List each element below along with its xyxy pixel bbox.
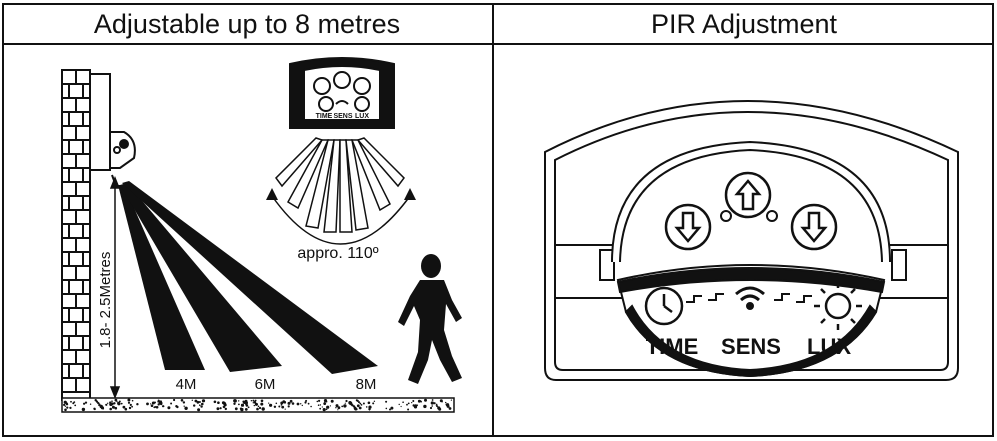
dial-label-time: TIME xyxy=(646,334,699,359)
clock-icon xyxy=(644,286,684,326)
pir-button-decrease-left[interactable] xyxy=(664,203,712,251)
wall-sensor-device xyxy=(89,73,136,187)
brick-wall xyxy=(61,69,91,401)
distance-6m: 6M xyxy=(255,376,276,393)
person-silhouette xyxy=(398,254,462,384)
top-label-sens: SENS xyxy=(333,113,352,120)
top-view-device xyxy=(289,57,395,129)
sun-icon xyxy=(814,282,862,330)
top-label-time: TIME xyxy=(316,113,333,120)
distance-labels: 4M 6M 8M xyxy=(176,376,377,393)
dial-label-lux: LUX xyxy=(807,334,851,359)
dial-label-sens: SENS xyxy=(721,334,781,359)
pir-dial-labels: TIME SENS LUX xyxy=(646,334,852,359)
dial-tick-marks xyxy=(686,293,812,303)
top-device-labels: TIME SENS LUX xyxy=(316,113,370,120)
left-panel-title: Adjustable up to 8 metres xyxy=(93,9,401,39)
height-label: 1.8- 2.5Metres xyxy=(97,252,114,349)
pir-control-face xyxy=(616,264,886,378)
sensitivity-icon xyxy=(735,286,765,310)
height-dimension xyxy=(109,175,121,400)
angle-fan xyxy=(275,137,405,233)
top-label-lux: LUX xyxy=(355,113,369,120)
pir-button-increase[interactable] xyxy=(724,171,772,219)
panel-borders xyxy=(2,3,994,437)
angle-arrowheads xyxy=(266,188,416,200)
angle-label: appro. 110º xyxy=(297,245,378,262)
distance-8m: 8M xyxy=(356,376,377,393)
angle-arc xyxy=(271,195,411,245)
detection-beams xyxy=(118,181,378,374)
distance-4m: 4M xyxy=(176,376,197,393)
pir-indicator-leds xyxy=(720,210,778,222)
ground xyxy=(61,397,455,413)
right-panel-title: PIR Adjustment xyxy=(650,9,838,39)
pir-button-decrease-right[interactable] xyxy=(790,203,838,251)
